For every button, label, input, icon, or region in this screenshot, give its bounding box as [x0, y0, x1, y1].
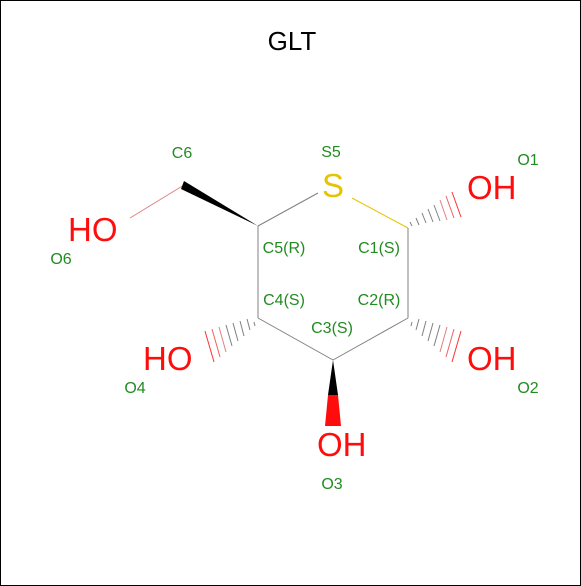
wedge-c3-o3-red	[325, 395, 341, 426]
atom-label-c3: C3(S)	[311, 320, 353, 337]
bond-c2-c3	[332, 317, 409, 361]
hydroxyl-o3: OH	[317, 426, 367, 463]
hash-c2-o2	[410, 318, 462, 363]
atom-label-c4: C4(S)	[263, 292, 305, 309]
atom-label-o2: O2	[517, 380, 538, 397]
bond-s5-c1	[351, 197, 409, 229]
hydroxyl-o6: HO	[68, 211, 118, 248]
hash-c4-o4	[204, 318, 256, 363]
hash-c1-o1	[409, 191, 462, 227]
atom-label-o3: O3	[321, 476, 342, 493]
atom-label-c5: C5(R)	[263, 240, 306, 257]
bond-c6-o6	[129, 184, 185, 219]
sulfur-atom: S	[322, 167, 344, 204]
bond-c3-c4	[257, 317, 334, 361]
wedge-c3-o3-black	[328, 360, 338, 395]
atom-label-o1: O1	[517, 152, 538, 169]
atom-label-s5: S5	[321, 144, 341, 161]
atom-label-c1: C1(S)	[358, 240, 400, 257]
diagram-title: GLT	[268, 26, 317, 56]
atom-label-c6: C6	[172, 145, 193, 162]
hydroxyl-o1: OH	[467, 169, 517, 206]
bond-c5-s5	[257, 192, 319, 227]
atom-label-o6: O6	[50, 251, 71, 268]
atom-label-o4: O4	[124, 380, 145, 397]
atom-label-c2: C2(R)	[358, 292, 401, 309]
hydroxyl-o4: HO	[143, 340, 193, 377]
hydroxyl-o2: OH	[467, 340, 517, 377]
wedge-c5-c6	[181, 181, 258, 226]
